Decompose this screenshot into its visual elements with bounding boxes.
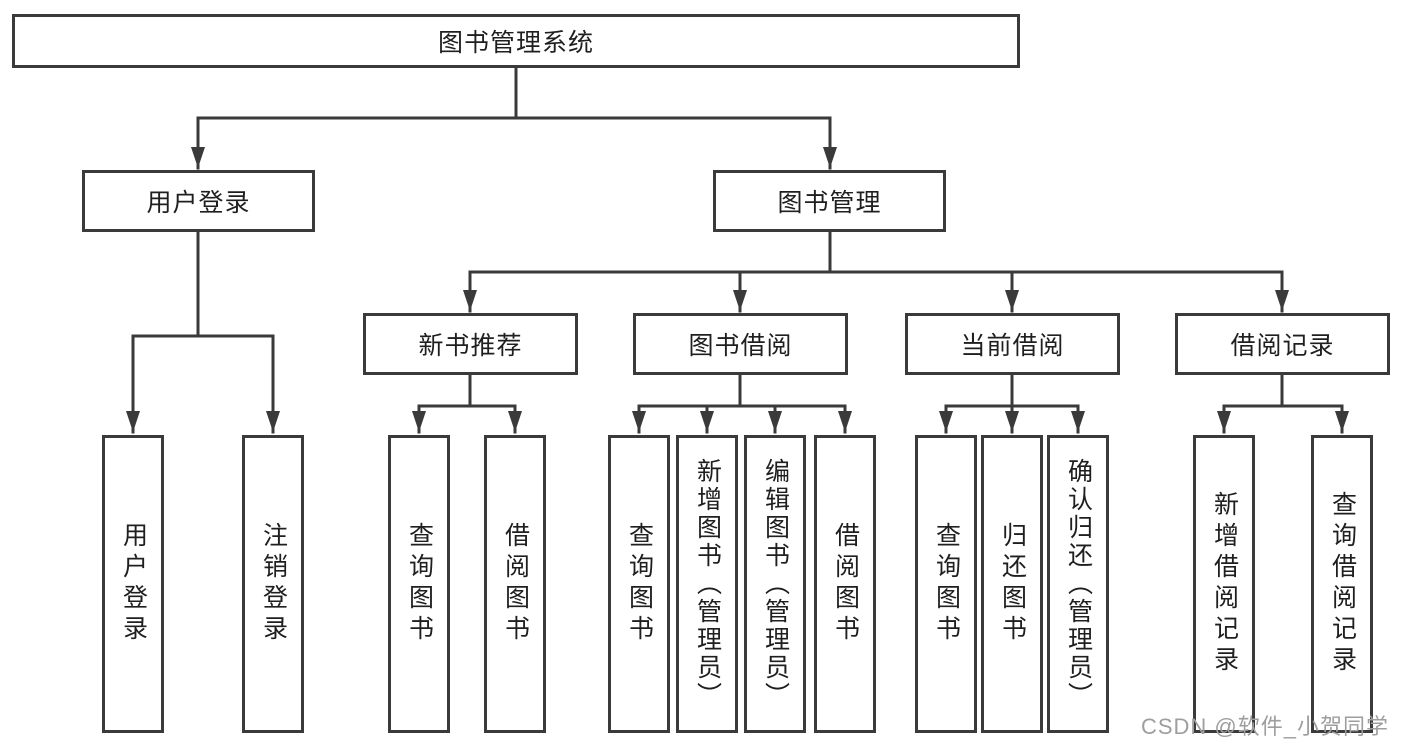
leaf-logout-label: 注销登录	[259, 522, 288, 646]
node-borrow-records-label: 借阅记录	[1230, 332, 1335, 360]
node-user-login-label: 用户登录	[146, 189, 251, 217]
node-book-management-label: 图书管理	[777, 189, 882, 217]
leaf-query-books-current: 查询图书	[915, 435, 977, 733]
leaf-query-books-borrow: 查询图书	[608, 435, 670, 733]
leaf-edit-book-admin: 编辑图书（管理员）	[744, 435, 806, 733]
node-user-login: 用户登录	[82, 170, 315, 232]
leaf-query-borrow-record: 查询借阅记录	[1311, 435, 1373, 733]
leaf-confirm-return-admin-label: 确认归还（管理员）	[1064, 458, 1093, 710]
leaf-query-books-current-label: 查询图书	[932, 522, 961, 646]
node-current-borrow-label: 当前借阅	[960, 332, 1065, 360]
leaf-query-borrow-record-label: 查询借阅记录	[1328, 491, 1357, 677]
leaf-query-books-recommend-label: 查询图书	[405, 522, 434, 646]
node-new-book-recommend: 新书推荐	[363, 313, 578, 375]
node-book-management: 图书管理	[713, 170, 946, 232]
leaf-add-book-admin-label: 新增图书（管理员）	[693, 458, 722, 710]
leaf-user-login-label: 用户登录	[119, 522, 148, 646]
node-borrow-records: 借阅记录	[1175, 313, 1390, 375]
leaf-query-books-recommend: 查询图书	[388, 435, 450, 733]
leaf-borrow-books-recommend-label: 借阅图书	[501, 522, 530, 646]
node-book-borrow-label: 图书借阅	[688, 332, 793, 360]
leaf-return-book-label: 归还图书	[998, 522, 1027, 646]
node-library-system-label: 图书管理系统	[437, 29, 594, 57]
node-new-book-recommend-label: 新书推荐	[418, 332, 523, 360]
node-library-system: 图书管理系统	[12, 14, 1020, 68]
csdn-watermark: CSDN @软件_小贺同学	[1140, 714, 1389, 739]
leaf-return-book: 归还图书	[981, 435, 1043, 733]
leaf-logout: 注销登录	[242, 435, 304, 733]
leaf-confirm-return-admin: 确认归还（管理员）	[1047, 435, 1109, 733]
leaf-add-book-admin: 新增图书（管理员）	[676, 435, 738, 733]
leaf-query-books-borrow-label: 查询图书	[625, 522, 654, 646]
node-current-borrow: 当前借阅	[905, 313, 1120, 375]
leaf-borrow-books: 借阅图书	[814, 435, 876, 733]
leaf-edit-book-admin-label: 编辑图书（管理员）	[761, 458, 790, 710]
leaf-borrow-books-label: 借阅图书	[831, 522, 860, 646]
leaf-add-borrow-record-label: 新增借阅记录	[1210, 491, 1239, 677]
leaf-add-borrow-record: 新增借阅记录	[1193, 435, 1255, 733]
leaf-borrow-books-recommend: 借阅图书	[484, 435, 546, 733]
leaf-user-login: 用户登录	[102, 435, 164, 733]
node-book-borrow: 图书借阅	[633, 313, 848, 375]
